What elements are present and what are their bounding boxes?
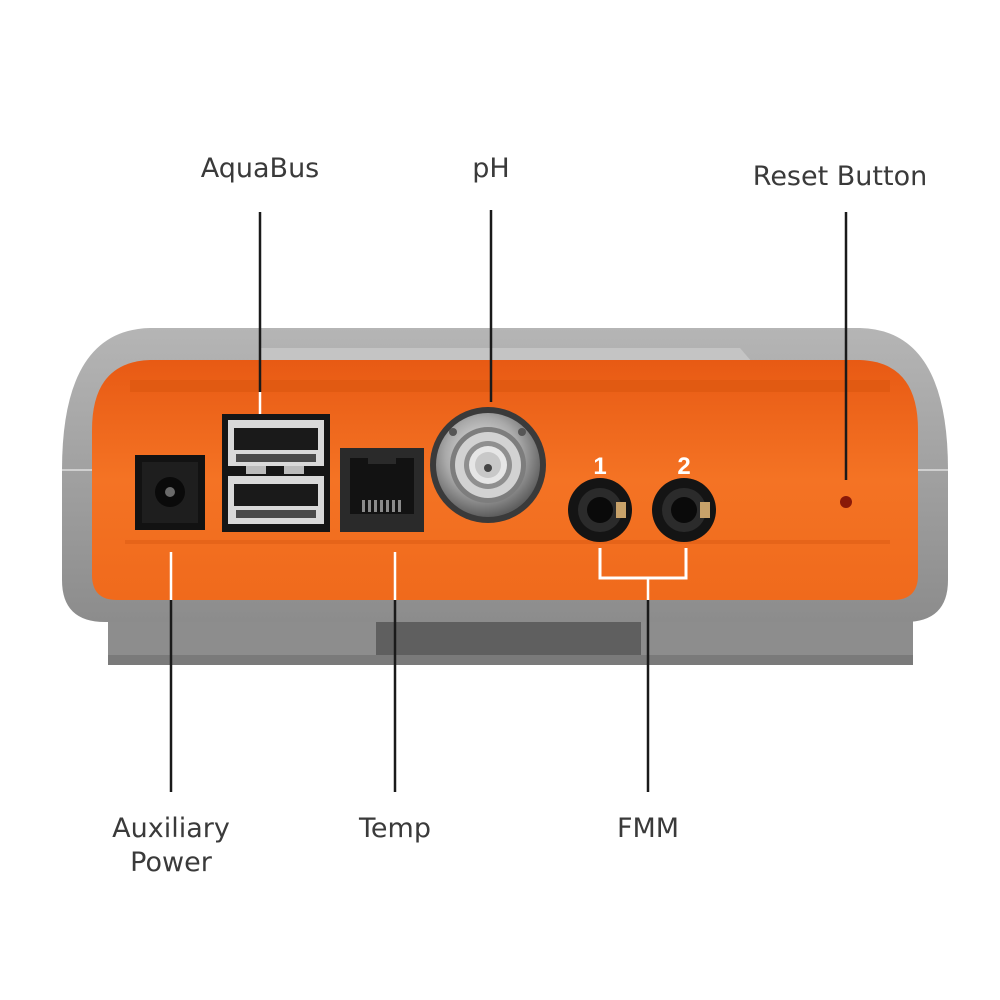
- ph-bnc-connector: [430, 407, 546, 523]
- ph-label: pH: [472, 153, 510, 184]
- aux-power-label: Auxiliary Power: [96, 812, 246, 880]
- fmm-label: FMM: [616, 813, 680, 844]
- aquabus-label: AquaBus: [200, 153, 320, 184]
- fmm-port-1: [568, 478, 632, 542]
- reset-button-label: Reset Button: [752, 161, 928, 192]
- temp-port: [340, 448, 424, 532]
- fmm-port-1-number: 1: [593, 453, 606, 480]
- fmm-bracket: [598, 548, 688, 580]
- aux-power-jack: [135, 455, 205, 530]
- fmm-port-2: [652, 478, 716, 542]
- aux-power-label-line1: Auxiliary: [112, 813, 230, 844]
- fmm-port-2-number: 2: [677, 453, 690, 480]
- aquabus-ports: [222, 414, 330, 532]
- temp-label: Temp: [359, 813, 431, 844]
- aux-power-label-line2: Power: [130, 847, 212, 878]
- leader-lines: [258, 210, 848, 480]
- reset-button: [840, 496, 852, 508]
